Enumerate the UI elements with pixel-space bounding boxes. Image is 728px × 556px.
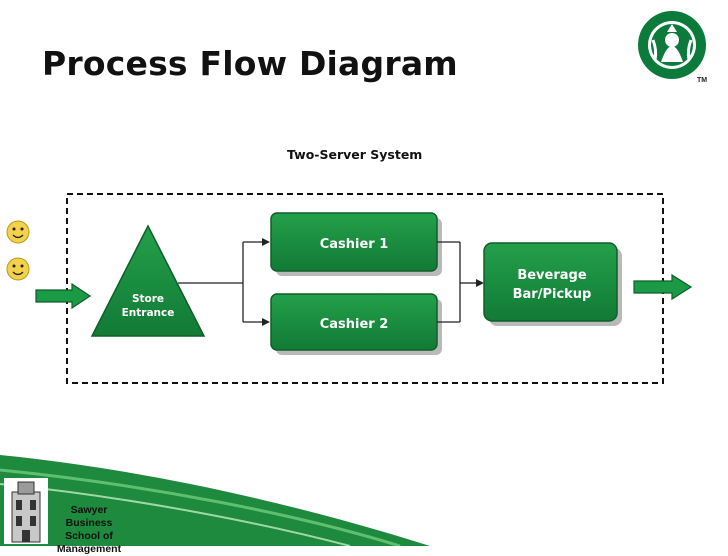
store-entrance-label-1: Store [132,293,164,305]
starbucks-logo-icon [638,11,706,79]
slide-title: Process Flow Diagram [42,44,458,83]
cashier-1-label: Cashier 1 [320,237,389,252]
building-icon [4,478,48,544]
store-entrance-triangle [90,224,206,337]
beverage-pickup-label-2: Bar/Pickup [513,287,592,302]
customer-smiley-icon [6,220,30,244]
trademark-label: TM [697,77,708,84]
school-name-line-2: School of [65,530,113,542]
diagram-subtitle: Two-Server System [287,147,423,162]
exit-arrow-icon [633,273,693,301]
arrowhead-icon [476,279,484,287]
school-name-line-3: Management [56,543,122,555]
beverage-pickup-label-1: Beverage [517,268,587,283]
cashier-2-label: Cashier 2 [320,317,389,332]
arrowhead-icon [262,238,270,246]
store-entrance-label-2: Entrance [122,307,175,319]
entry-arrow-icon [35,282,92,310]
school-name-line-1: Sawyer Business [65,504,113,529]
arrowhead-icon [262,318,270,326]
customer-smiley-icon [6,257,30,281]
school-name: Sawyer Business School of Management [48,504,130,556]
